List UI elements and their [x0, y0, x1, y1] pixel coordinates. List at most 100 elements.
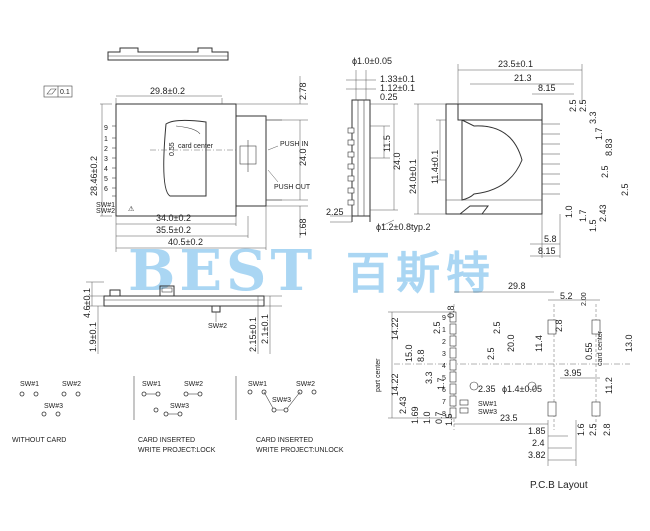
pcb-dim-p27: 1.5	[444, 413, 454, 426]
pcb-dim-p17: 0.55	[584, 342, 594, 360]
state2-subtitle: WRITE PROJECT:LOCK	[138, 447, 216, 454]
pin-9-label: 9	[104, 125, 108, 132]
pin-3-label: 3	[104, 156, 108, 163]
watermark: BEST 百斯特	[128, 238, 496, 304]
dim-c1: 0.55	[169, 142, 176, 156]
state3-sw3: SW#3	[272, 397, 291, 404]
pcb-layout: 9 1 2 3 4 5 6 7 8 SW#1 SW#3	[394, 304, 630, 430]
state2-title: CARD INSERTED	[138, 437, 195, 444]
right-view	[445, 103, 560, 215]
pcb-dim-p12: 2.5	[486, 347, 496, 360]
top-view-dimensions: 29.8±0.2 34.0±0.2 35.5±0.2 40.5±0.2 28.4…	[89, 76, 308, 252]
dim-r5: 2.5	[578, 99, 588, 112]
bottom-view-dimensions: 4.6±0.1 1.9±0.1 SW#2 2.15±0.1 2.1±0.1	[82, 281, 282, 354]
pcb-pin-6: 6	[442, 387, 446, 394]
state2-sw2: SW#2	[184, 381, 203, 388]
dim-w3: 35.5±0.2	[156, 225, 191, 235]
side-view-dimensions: ϕ1.0±0.05 1.33±0.1 1.12±0.1 0.25 11.5 24…	[326, 56, 431, 232]
state3-subtitle: WRITE PROJECT:UNLOCK	[256, 447, 344, 454]
pcb-dim-p13: 3.3	[424, 371, 434, 384]
pcb-title: P.C.B Layout	[530, 480, 588, 491]
pcb-dim-p25: 1.0	[422, 411, 432, 424]
pcb-pin-9: 9	[442, 315, 446, 322]
pcb-pin-1: 1	[442, 327, 446, 334]
side-view	[347, 99, 371, 222]
dim-r11: 2.5	[600, 165, 610, 178]
pcb-dim-p16: 11.4	[534, 335, 544, 352]
state2-sw1: SW#1	[142, 381, 161, 388]
svg-text:⚠: ⚠	[128, 205, 134, 213]
state1-sw1: SW#1	[20, 381, 39, 388]
top-profile-view	[107, 47, 229, 61]
pin-ticks-top	[112, 125, 116, 197]
pcb-dim-p9: 2.5	[492, 321, 502, 334]
pcb-dim-p29: 1.85	[528, 426, 546, 436]
pin-6-label: 6	[104, 186, 108, 193]
push-out-label: PUSH OUT	[274, 184, 311, 191]
flatness-value: 0.1	[60, 89, 70, 96]
pcb-dim-p31: 2.5	[588, 423, 598, 436]
pcb-dim-p21: 3.95	[564, 368, 582, 378]
pcb-dim-p5: 14.22	[390, 317, 400, 340]
dim-w2: 34.0±0.2	[156, 213, 191, 223]
pcb-pin-3: 3	[442, 351, 446, 358]
dim-r1: 23.5±0.1	[498, 59, 533, 69]
dim-r16: 1.5	[588, 219, 598, 232]
state1-title: WITHOUT CARD	[12, 437, 66, 444]
flatness-symbol: 0.1	[43, 85, 73, 98]
dim-w4: 40.5±0.2	[168, 237, 203, 247]
dim-b3: 2.15±0.1	[248, 317, 258, 352]
pcb-dim-p20: ϕ1.4±0.05	[502, 384, 542, 394]
dim-r4: 2.5	[568, 99, 578, 112]
pcb-pin-4: 4	[442, 363, 446, 370]
pcb-dim-p1: 29.8	[508, 281, 526, 291]
state2-sw3: SW#3	[170, 403, 189, 410]
pcb-pin-8: 8	[442, 411, 446, 418]
pcb-pin-7: 7	[442, 399, 446, 406]
pcb-dim-p24: 1.69	[410, 406, 420, 424]
watermark-chinese: 百斯特	[346, 248, 496, 299]
pcb-dim-p18: 13.0	[624, 334, 634, 352]
pcb-dim-p22: 11.2	[604, 377, 614, 394]
sw2-label-top: SW#2	[96, 208, 115, 215]
dim-r6: 3.3	[588, 111, 598, 124]
pcb-pads	[449, 311, 457, 419]
top-view: ⚠ 9 1 2 3 4 5 6 SW#1 SW#2 card center 0.…	[96, 103, 311, 217]
switch-state-without-card: SW#1 SW#2 SW#3 WITHOUT CARD	[12, 381, 81, 444]
pcb-dim-p28: 23.5	[500, 413, 518, 423]
pcb-dim-p3: 2.00	[581, 292, 588, 306]
pin-5-label: 5	[104, 176, 108, 183]
dim-b4: 2.1±0.1	[260, 314, 270, 344]
pcb-card-center: card center	[597, 330, 604, 366]
state1-sw2: SW#2	[62, 381, 81, 388]
dim-h4: 1.68	[298, 218, 308, 236]
dim-d7: 2.25	[326, 207, 344, 217]
dim-r17: 5.8	[544, 234, 557, 244]
pcb-pin-5: 5	[442, 375, 446, 382]
pin-4-label: 4	[104, 166, 108, 173]
pcb-sw3-label: SW#3	[478, 409, 497, 416]
push-in-label: PUSH IN	[280, 141, 308, 148]
right-view-pins	[542, 123, 560, 195]
dim-d1: ϕ1.0±0.05	[352, 56, 392, 66]
pcb-dim-p33: 2.4	[532, 438, 545, 448]
dim-r7: 1.7	[594, 127, 604, 140]
dim-d3: 1.12±0.1	[380, 83, 415, 93]
dim-d2: 1.33±0.1	[380, 74, 415, 84]
dim-r8: 8.83	[604, 138, 614, 156]
card-center-label: card center	[178, 143, 214, 150]
pcb-dim-p7: 2.5	[432, 321, 442, 334]
dim-r14: 1.0	[564, 205, 574, 218]
state3-sw2: SW#2	[296, 381, 315, 388]
pcb-dim-p6: 14.22	[390, 373, 400, 396]
pcb-dim-p26: 0.7	[434, 411, 444, 424]
pcb-dim-p4: 2.8	[554, 319, 564, 332]
pcb-dim-p11: 8.8	[416, 349, 426, 362]
dim-r18: 8.15	[538, 246, 556, 256]
dim-r13: 2.43	[598, 204, 608, 222]
switch-state-unlock: SW#1 SW#2 SW#3 CARD INSERTED WRITE PROJE…	[235, 376, 344, 454]
dim-r2: 21.3	[514, 73, 532, 83]
dim-d8: ϕ1.2±0.8typ.2	[376, 222, 431, 232]
dim-r10: 24.0±0.1	[408, 159, 418, 194]
pcb-dim-p23: 2.43	[398, 396, 408, 414]
